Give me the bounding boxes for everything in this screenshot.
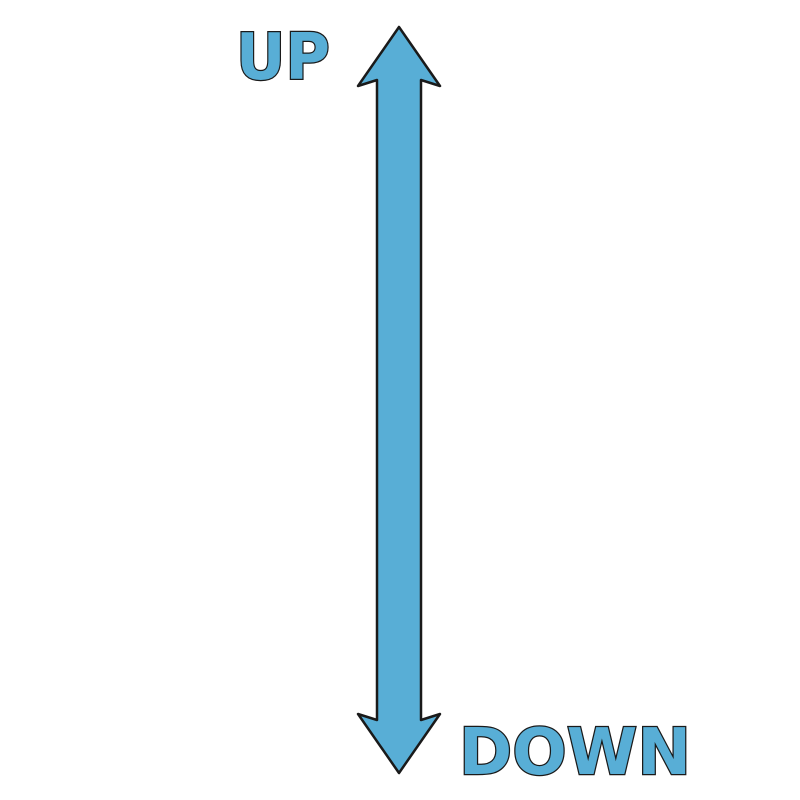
- up-label: UP: [236, 21, 330, 95]
- double-headed-arrow-icon: [356, 25, 442, 775]
- down-label: DOWN: [459, 716, 691, 790]
